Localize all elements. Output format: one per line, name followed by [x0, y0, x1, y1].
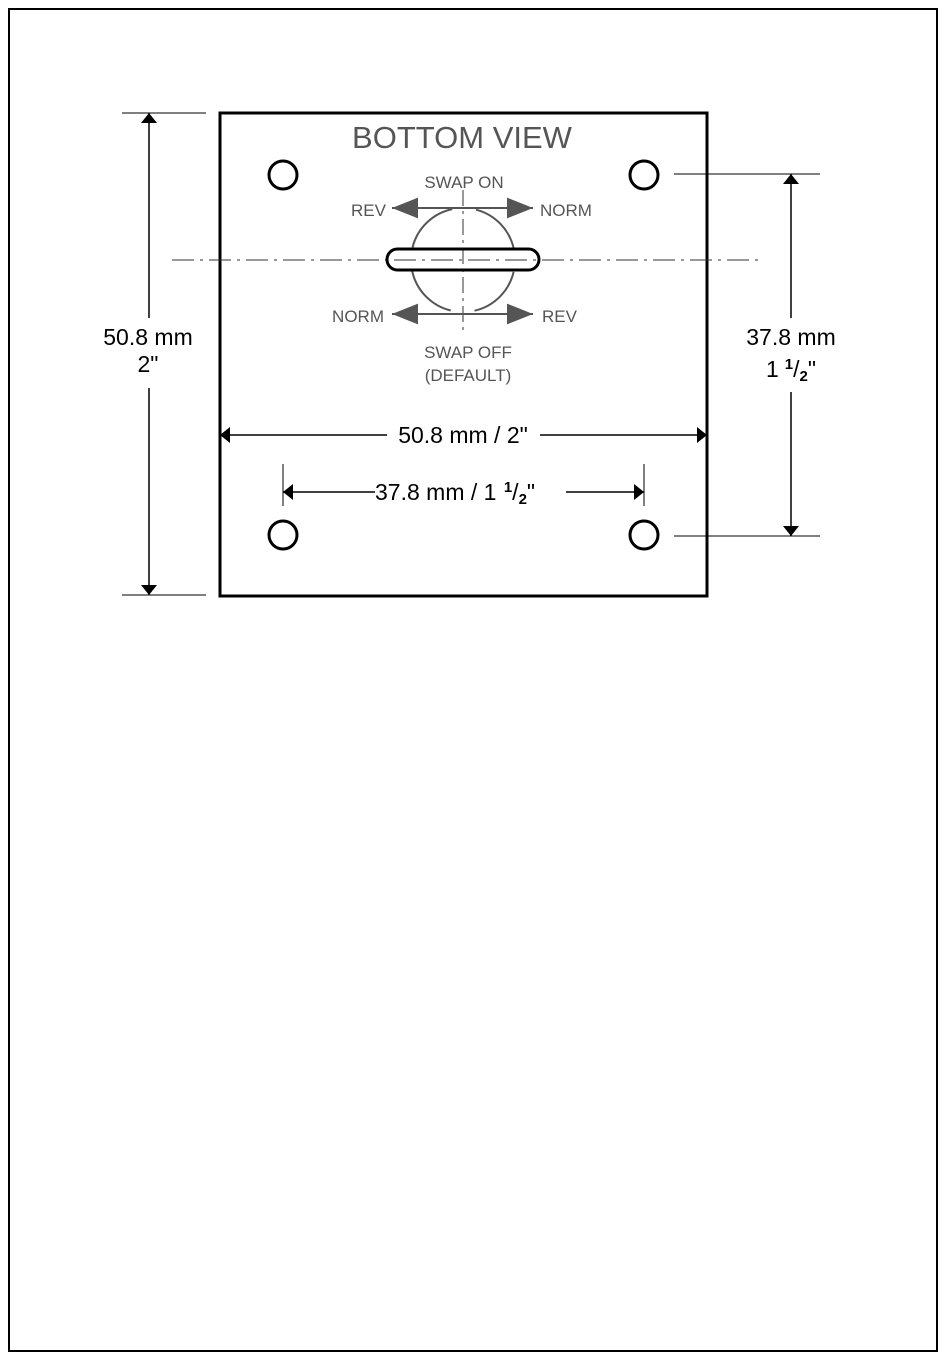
top-left-rev-label: REV	[351, 201, 387, 220]
swap-off-default-label: (DEFAULT)	[425, 366, 512, 385]
swap-on-label: SWAP ON	[424, 173, 503, 192]
view-title: BOTTOM VIEW	[352, 120, 573, 155]
mounting-hole-top-left	[269, 161, 297, 189]
swap-off-label: SWAP OFF	[424, 343, 512, 362]
bottom-left-norm-label: NORM	[332, 307, 384, 326]
bottom-right-rev-label: REV	[542, 307, 578, 326]
height-mm-label: 50.8 mm	[103, 324, 192, 350]
width-label: 50.8 mm / 2"	[398, 422, 528, 448]
mounting-hole-bottom-left	[269, 521, 297, 549]
height-in-label: 2"	[138, 351, 159, 377]
top-right-norm-label: NORM	[540, 201, 592, 220]
hole-horizontal-label: 37.8 mm / 1 1/2"	[375, 479, 535, 508]
hole-vertical-mm-label: 37.8 mm	[746, 324, 835, 350]
mounting-hole-top-right	[630, 161, 658, 189]
mounting-hole-bottom-right	[630, 521, 658, 549]
